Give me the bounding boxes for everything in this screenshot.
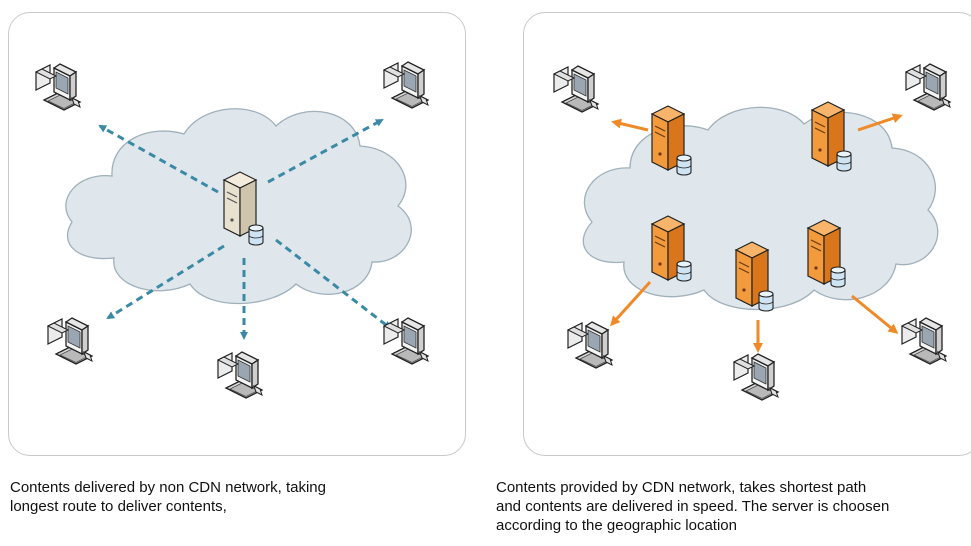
database-icon [758,290,774,312]
route-arrow [609,280,652,327]
caption-non-cdn: Contents delivered by non CDN network, t… [10,478,326,516]
caption-line: Contents delivered by non CDN network, t… [10,479,326,496]
route-arrow [611,118,649,132]
computer-icon [567,321,613,369]
route-arrow [851,294,899,334]
computer-icon [383,61,429,109]
server-icon [735,241,774,312]
caption-line: and contents are delivered in speed. The… [496,498,890,515]
computer-icon [35,63,81,111]
database-icon [676,260,692,282]
server-icon [807,219,846,288]
computer-icon [383,317,429,365]
caption-line: longest route to deliver contents, [10,498,227,515]
route-arrow [98,124,219,194]
route-arrow [857,113,903,132]
route-arrow [267,118,384,184]
database-icon [836,150,852,172]
computer-icon [47,317,93,365]
computer-icon [733,353,779,401]
database-icon [830,266,846,288]
route-arrow [275,238,392,330]
route-arrow [106,244,225,320]
caption-line: according to the geographic location [496,517,737,534]
computer-icon [905,63,951,111]
caption-line: Contents provided by CDN network, takes … [496,479,867,496]
database-icon [676,154,692,176]
database-icon [248,224,264,246]
computer-icon [553,65,599,113]
computer-icon [217,351,263,399]
caption-cdn: Contents provided by CDN network, takes … [496,478,889,535]
computer-icon [901,317,947,365]
